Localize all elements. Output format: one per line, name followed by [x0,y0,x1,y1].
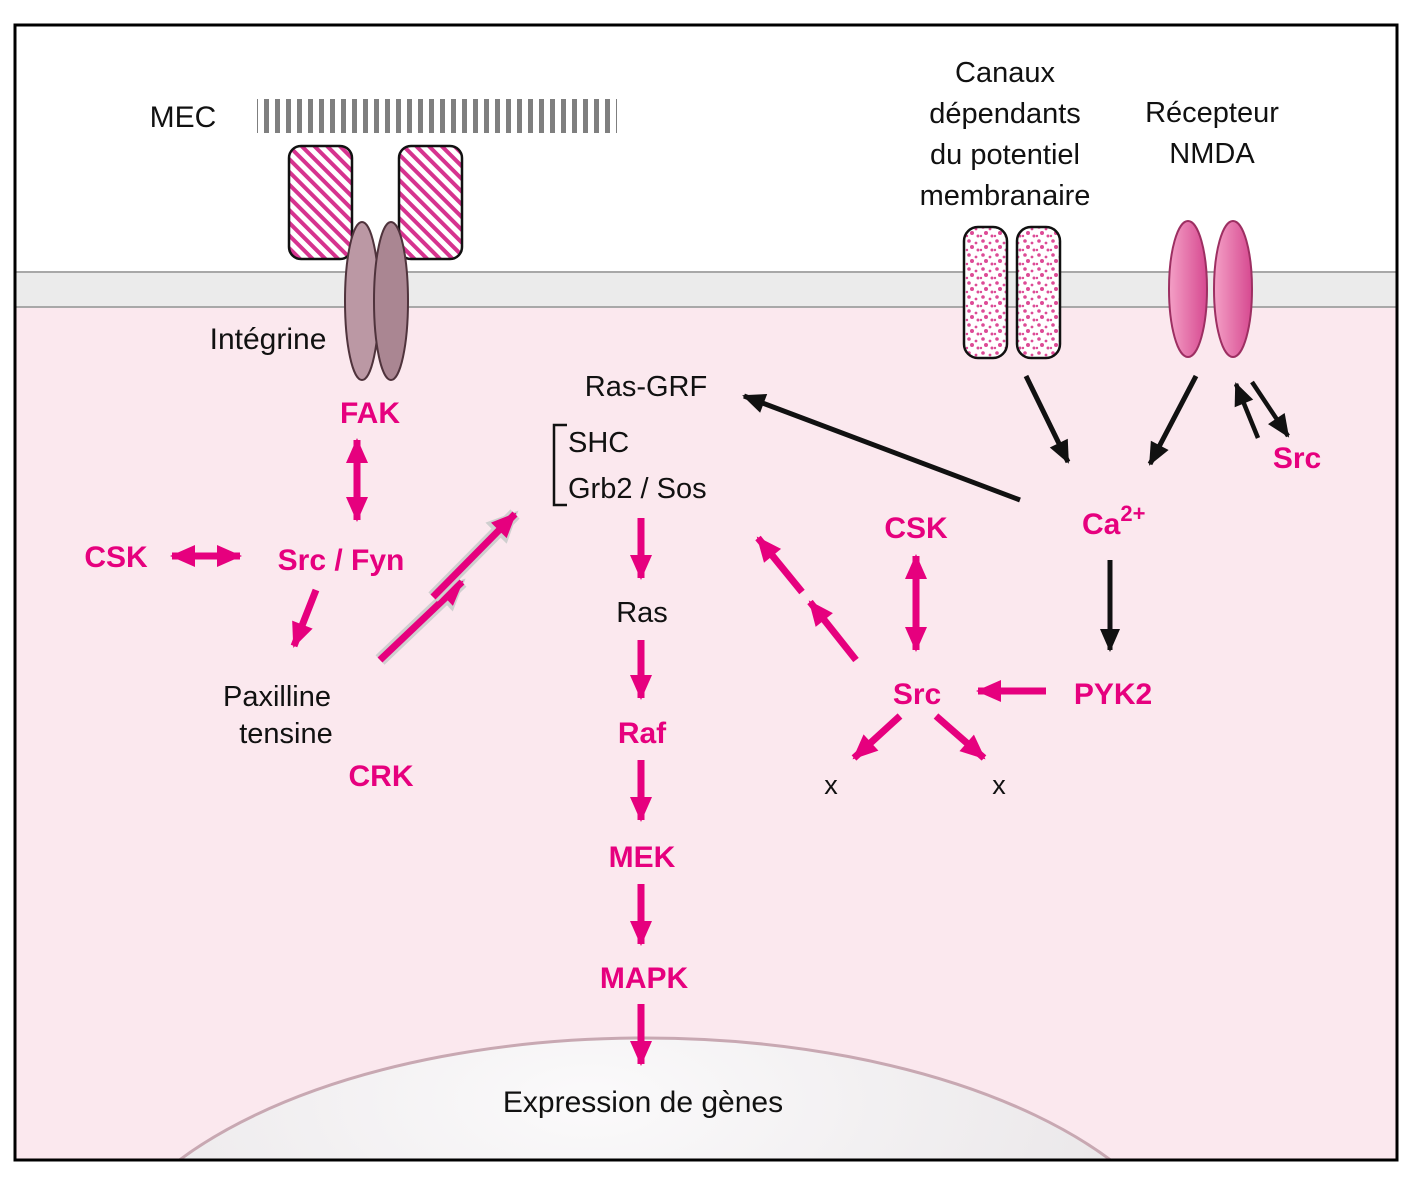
arrow-paxilline-shc-1 [377,579,465,663]
nucleus [178,1036,1112,1159]
voltage-channel-right [1015,225,1062,360]
integrin-extracellular-domain-right [397,144,464,261]
nmda-receptor-subunit-left [1168,220,1208,358]
integrin-subunit-right [373,221,409,381]
csk-right-label: CSK [884,512,948,545]
arrow-channel-ca [1023,374,1071,464]
arrow-nmda-ca [1147,374,1199,466]
arrow-src-substrate-right [933,713,987,761]
shc-label: SHC [568,427,629,459]
ca-base: Ca [1082,508,1121,541]
ras-label: Ras [616,597,668,629]
voltage-channel-left [962,225,1009,360]
substrate-x-left-label: x [824,770,838,800]
arrow-src-shc-1 [807,599,859,663]
cytoplasm-background [16,307,1396,1159]
ca-label: Ca2+ [1082,501,1145,541]
csk-left-label: CSK [84,541,148,574]
nmda-label-line1: Récepteur [1145,97,1279,129]
arrow-srcfyn-paxilline [290,588,320,648]
raf-label: Raf [618,717,667,750]
integrin-label: Intégrine [210,323,327,356]
arrow-src-to-nmda [1233,382,1261,439]
mek-label: MEK [609,841,676,874]
channels-label-line1: Canaux [955,57,1055,89]
ras-grf-label: Ras-GRF [585,371,707,403]
arrow-paxilline-shc-2 [430,511,518,600]
arrow-nmda-to-src [1250,380,1290,438]
pyk2-label: PYK2 [1074,678,1152,711]
tensine-label: tensine [239,718,333,750]
ca-superscript: 2+ [1120,501,1145,526]
src-right-label: Src [893,678,941,711]
arrow-src-substrate-left [851,713,903,761]
arrow-ca-rasgrf [742,393,1021,503]
mec-label: MEC [150,101,217,134]
crk-label: CRK [349,760,414,793]
mapk-label: MAPK [600,962,689,995]
gene-expression-label: Expression de gènes [503,1086,783,1119]
nmda-receptor-subunit-right [1213,220,1253,358]
src-fyn-label: Src / Fyn [278,544,405,577]
arrows-black [742,374,1290,652]
substrate-x-right-label: x [992,770,1006,800]
plasma-membrane-band [16,272,1396,307]
arrows-magenta [170,438,1046,1066]
grb2-sos-label: Grb2 / Sos [568,473,707,505]
diagram-border [13,23,1399,1162]
fak-label: FAK [340,397,400,430]
paxilline-label: Paxilline [223,681,331,713]
integrin-extracellular-domain-left [287,144,354,261]
arrow-src-shc-2 [755,535,805,595]
channels-label-line4: membranaire [920,180,1091,212]
nmda-label-line2: NMDA [1169,138,1255,170]
src-membrane-label: Src [1273,442,1321,475]
channels-label-line2: dépendants [929,98,1081,130]
mec-matrix-hatch [257,99,617,133]
channels-label-line3: du potentiel [930,139,1080,171]
shc-grb2-bracket [552,423,567,507]
